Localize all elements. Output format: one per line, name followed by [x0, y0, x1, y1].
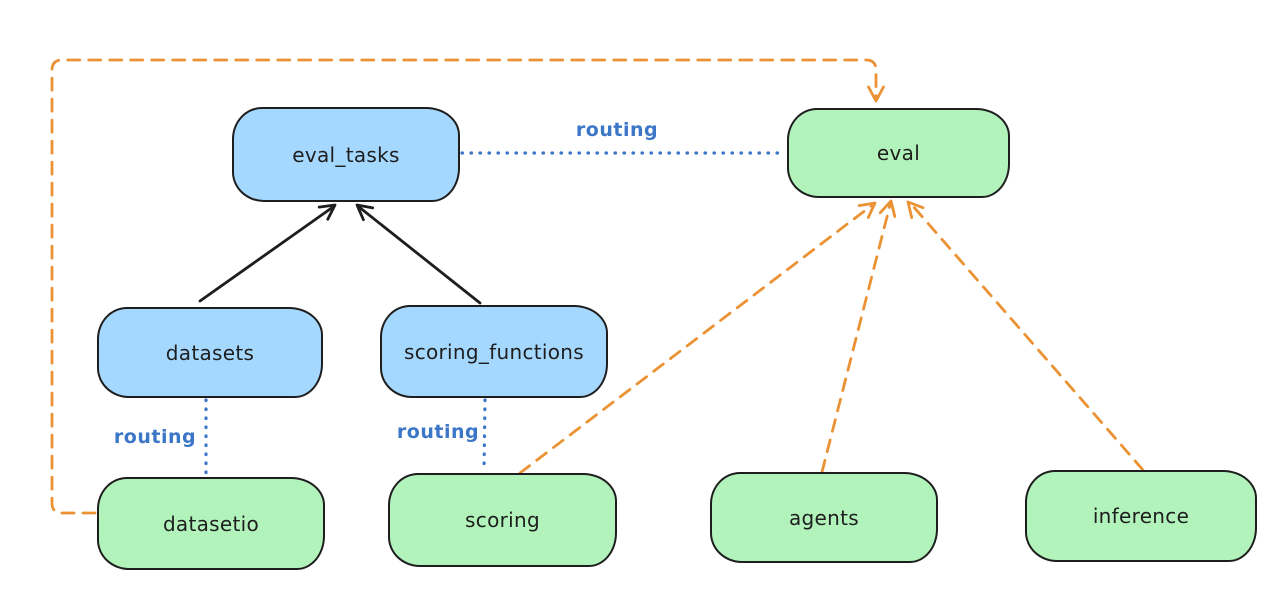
edge-scoring-functions-to-scoring-routing	[482, 398, 487, 473]
node-eval: eval	[787, 108, 1010, 198]
edge-agents-to-eval	[820, 199, 897, 474]
node-eval-tasks-label: eval_tasks	[292, 142, 400, 167]
node-datasetio: datasetio	[97, 477, 325, 570]
edge-datasetio-to-eval	[50, 58, 885, 515]
node-inference: inference	[1025, 470, 1257, 562]
routing-label-scoring-functions-scoring: routing	[396, 421, 480, 443]
node-agents-label: agents	[789, 505, 859, 530]
node-datasetio-label: datasetio	[162, 511, 260, 536]
node-scoring-functions-label: scoring_functions	[403, 339, 585, 364]
node-eval-label: eval	[876, 141, 921, 165]
edge-inference-to-eval	[906, 200, 1145, 472]
edge-datasets-to-eval-tasks	[198, 203, 337, 303]
node-eval-tasks: eval_tasks	[232, 107, 460, 202]
node-datasets: datasets	[97, 307, 323, 398]
node-scoring: scoring	[388, 473, 617, 567]
edge-scoring-functions-to-eval-tasks	[355, 203, 482, 305]
node-scoring-functions: scoring_functions	[380, 305, 608, 398]
node-datasets-label: datasets	[165, 340, 255, 365]
routing-label-eval-tasks-eval: routing	[575, 119, 659, 141]
node-inference-label: inference	[1092, 504, 1190, 528]
edge-scoring-to-eval	[518, 201, 877, 475]
node-agents: agents	[710, 472, 938, 563]
node-scoring-label: scoring	[465, 508, 540, 532]
routing-label-datasets-datasetio: routing	[113, 426, 197, 448]
